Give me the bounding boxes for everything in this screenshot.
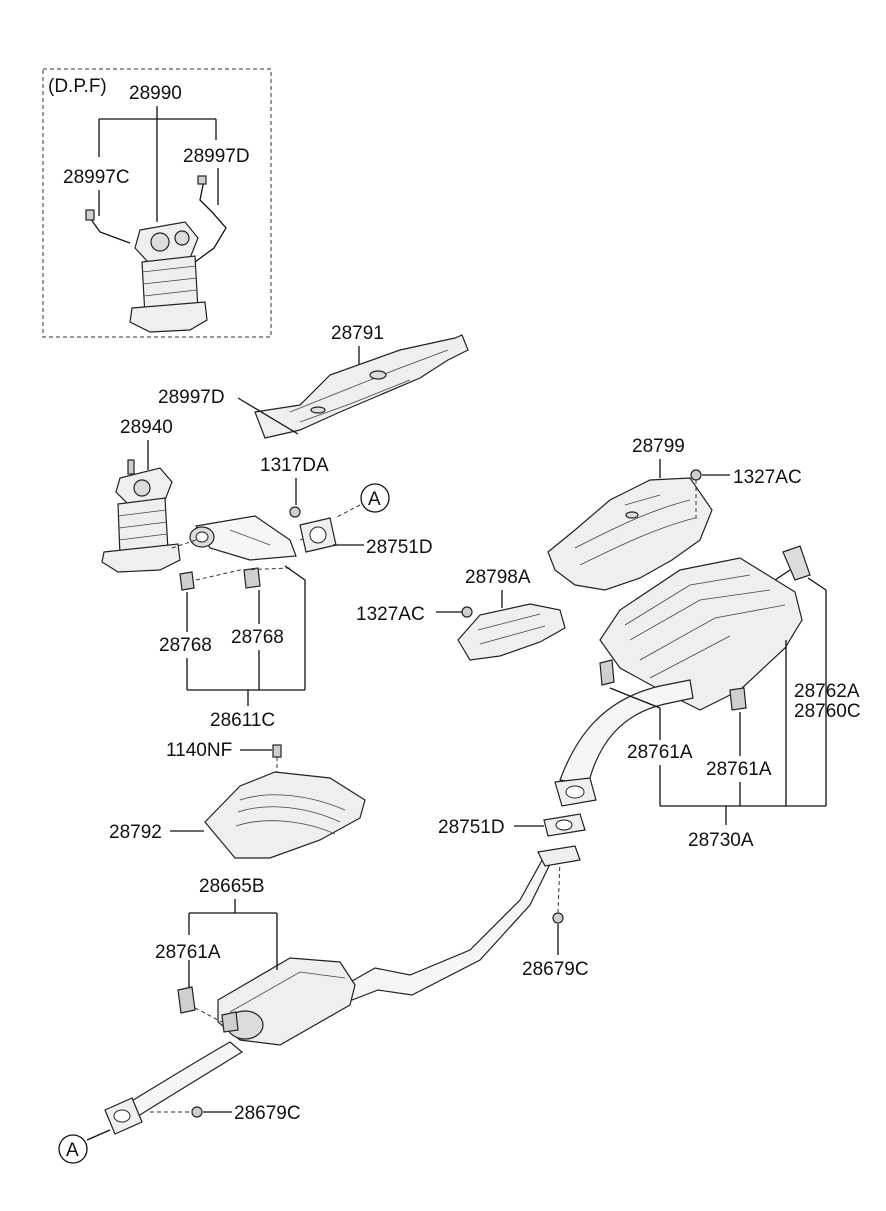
pipe-icon-center: [344, 845, 581, 1001]
label-28798A: 28798A: [465, 567, 531, 588]
label-28768-right: 28768: [231, 627, 284, 648]
pipe-icon-28611C: [171, 515, 331, 561]
label-1327AC-right: 1327AC: [733, 467, 802, 488]
label-28751D-mid: 28751D: [438, 817, 505, 838]
nut-icon-1327AC-right: [690, 469, 702, 520]
nut-icon-1317DA: [289, 506, 301, 518]
pipe-icon-rear: [554, 679, 694, 807]
leader-28990: [98, 106, 217, 222]
label-A-bottom: A: [66, 1140, 79, 1161]
heat-shield-icon-28792: [204, 771, 366, 859]
label-1140NF: 1140NF: [166, 740, 232, 761]
hanger-icon-28768-left: [179, 571, 195, 591]
nut-icon-28679C-mid: [552, 859, 564, 924]
dpf-group-box: [42, 68, 272, 338]
label-28792: 28792: [109, 822, 162, 843]
label-1317DA: 1317DA: [260, 455, 329, 476]
label-1327AC-left: 1327AC: [356, 604, 425, 625]
heat-shield-icon-28791: [254, 334, 469, 439]
label-28611C: 28611C: [210, 710, 275, 731]
label-28768-left: 28768: [159, 635, 212, 656]
pipe-icon-front: [104, 1041, 244, 1135]
muffler-icon-28665B: [217, 957, 356, 1046]
heat-shield-icon-28799: [547, 477, 713, 591]
hanger-icon-28761A-c: [177, 986, 239, 1033]
gasket-icon-28751D-mid: [543, 813, 586, 837]
label-28997C: 28997C: [63, 167, 130, 188]
label-A-top: A: [368, 489, 381, 510]
hanger-icon-28761A-b: [729, 687, 747, 711]
label-28997D: 28997D: [158, 387, 225, 408]
label-28791: 28791: [331, 323, 384, 344]
label-28761A-b: 28761A: [706, 759, 772, 780]
muffler-icon-28730A: [599, 545, 811, 711]
label-28762A: 28762A: [794, 681, 860, 702]
label-28751D-top: 28751D: [366, 537, 433, 558]
leader-28665B: [188, 899, 278, 988]
label-28799: 28799: [632, 436, 685, 457]
label-28730A: 28730A: [688, 830, 754, 851]
nut-icon-1327AC-left: [461, 606, 473, 618]
hanger-icon-28768-right: [243, 567, 261, 589]
hanger-icon-28761A-a: [599, 659, 615, 686]
dpf-catalytic-converter-icon: [85, 175, 227, 333]
reference-marker-A-top: [360, 483, 390, 513]
leader-28730A: [609, 577, 827, 825]
label-28760C: 28760C: [794, 701, 861, 722]
dpf-box-label: (D.P.F): [48, 76, 107, 97]
nut-icon-28679C-bottom: [150, 1106, 203, 1118]
label-28679C-mid: 28679C: [522, 959, 589, 980]
label-28940: 28940: [120, 417, 173, 438]
label-28761A-c: 28761A: [155, 942, 221, 963]
label-28761A-a: 28761A: [627, 742, 693, 763]
heat-shield-icon-28798A: [457, 603, 566, 661]
label-28665B: 28665B: [199, 876, 265, 897]
catalytic-converter-icon: [101, 459, 181, 573]
label-28679C-bottom: 28679C: [234, 1103, 301, 1124]
label-28997D-dpf: 28997D: [183, 146, 250, 167]
reference-marker-A-bottom: [58, 1134, 88, 1164]
label-28990: 28990: [129, 83, 182, 104]
leader-28611C: [186, 565, 306, 706]
gasket-icon-28751D-top: [299, 517, 337, 553]
